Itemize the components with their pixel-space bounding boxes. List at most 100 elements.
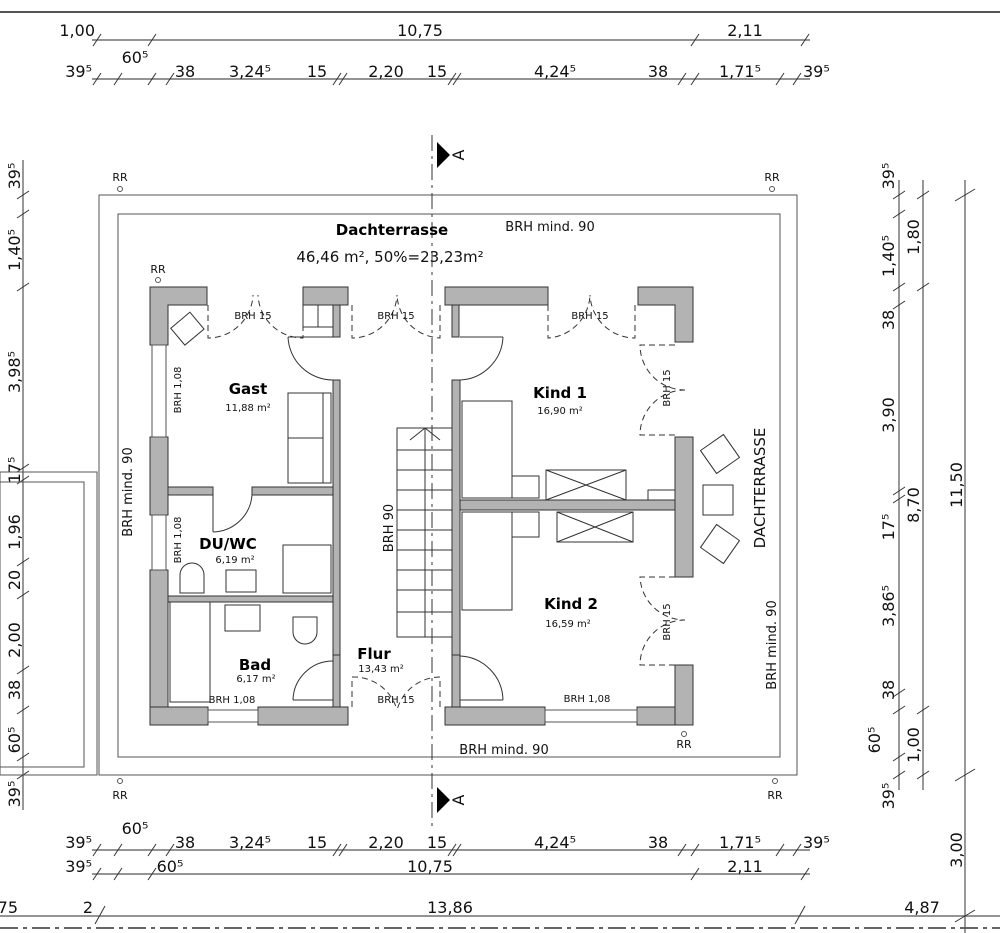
dim-label: 39⁵ <box>803 62 830 81</box>
dim-label: 15 <box>427 833 447 852</box>
brh-note: BRH 1,08 <box>173 517 184 564</box>
dim-label: 8,70 <box>904 487 923 523</box>
dim-label: 38 <box>175 62 195 81</box>
dim-label: 1,40⁵ <box>879 235 898 277</box>
room-name: Kind 1 <box>533 384 587 402</box>
dim-label: 1,00 <box>904 727 923 763</box>
room-name: DU/WC <box>199 535 257 553</box>
dim-label: 38 <box>879 680 898 700</box>
dim-label: 2 <box>83 898 93 917</box>
annex-outline <box>0 471 98 776</box>
dim-label: 38 <box>648 62 668 81</box>
brh-note: BRH 1,08 <box>173 367 184 414</box>
dim-label: 15 <box>427 62 447 81</box>
walls <box>149 286 694 726</box>
dim-label: 1,71⁵ <box>719 833 761 852</box>
dim-label: 60⁵ <box>122 819 149 838</box>
rr-label: RR <box>767 789 783 802</box>
dim-label: 3,00 <box>947 832 966 868</box>
dim-label: 1,96 <box>5 514 24 550</box>
terrace-outline <box>98 194 798 776</box>
room-area: 6,17 m² <box>236 674 275 685</box>
dim-label: 39⁵ <box>65 833 92 852</box>
furniture <box>169 304 741 703</box>
dim-label: 1,40⁵ <box>5 229 24 271</box>
terrace-title: Dachterrasse <box>336 221 448 239</box>
bottom-dimension-chain: 60⁵ 39⁵ 38 3,24⁵ 15 2,20 15 4,24⁵ 38 1,7… <box>0 819 1000 929</box>
dim-label: 60⁵ <box>157 857 184 876</box>
dim-label: 39⁵ <box>5 163 24 190</box>
dim-label: 75 <box>0 898 18 917</box>
dim-label: 39⁵ <box>65 62 92 81</box>
dim-label: 4,87 <box>904 898 940 917</box>
room-name: Kind 2 <box>544 595 598 613</box>
brh-note: BRH 15 <box>377 311 414 322</box>
railing-outline <box>117 213 781 758</box>
brh-note: BRH 15 <box>662 369 673 406</box>
brh-note: BRH 15 <box>571 311 608 322</box>
dim-label: 4,24⁵ <box>534 62 576 81</box>
dim-label: 20 <box>5 570 24 590</box>
dim-label: 38 <box>5 680 24 700</box>
dim-label: 3,90 <box>879 397 898 433</box>
dim-label: 10,75 <box>397 21 443 40</box>
dim-label: 39⁵ <box>5 781 24 808</box>
dim-label: 3,86⁵ <box>879 585 898 627</box>
room-area: 13,43 m² <box>358 664 404 675</box>
section-marker-bottom <box>437 787 450 813</box>
doors <box>207 294 686 711</box>
brh-note: BRH 15 <box>377 695 414 706</box>
top-dimension-chain: 1,00 60⁵ 10,75 2,11 39⁵ 38 3,24⁵ 15 2,20… <box>59 21 830 86</box>
rr-label: RR <box>764 171 780 184</box>
dim-label: 13,86 <box>427 898 473 917</box>
brh-note: BRH 15 <box>662 603 673 640</box>
dim-label: 1,71⁵ <box>719 62 761 81</box>
dim-label: 10,75 <box>407 857 453 876</box>
dim-label: 3,24⁵ <box>229 62 271 81</box>
room-name: Gast <box>229 380 268 398</box>
brh-note: BRH 90 <box>382 504 397 552</box>
left-dimension-chain: 39⁵ 1,40⁵ 3,98⁵ 17⁵ 1,96 20 2,00 38 60⁵ … <box>5 160 30 810</box>
dim-label: 38 <box>175 833 195 852</box>
right-dimension-chain: 39⁵ 1,40⁵ 38 3,90 17⁵ 3,86⁵ 38 60⁵ 39⁵ 1… <box>865 163 976 933</box>
railing-note: BRH mind. 90 <box>505 220 594 235</box>
dim-label: 38 <box>648 833 668 852</box>
dim-label: 1,00 <box>59 21 95 40</box>
dim-label: 3,24⁵ <box>229 833 271 852</box>
terrace-side-label: DACHTERRASSE <box>751 428 769 549</box>
dim-label: 15 <box>307 833 327 852</box>
dim-label: 11,50 <box>947 462 966 508</box>
dim-label: 2,20 <box>368 833 404 852</box>
brh-note: BRH 1,08 <box>209 695 256 706</box>
room-name: Bad <box>239 656 271 674</box>
room-name: Flur <box>357 645 391 663</box>
dim-label: 2,20 <box>368 62 404 81</box>
rr-label: RR <box>676 738 692 751</box>
room-area: 11,88 m² <box>225 403 271 414</box>
room-area: 16,59 m² <box>545 619 591 630</box>
dim-label: 38 <box>879 310 898 330</box>
section-label: A <box>449 149 468 160</box>
railing-note: BRH mind. 90 <box>459 743 548 758</box>
dim-label: 17⁵ <box>5 457 24 484</box>
dim-label: 39⁵ <box>65 857 92 876</box>
dim-label: 4,24⁵ <box>534 833 576 852</box>
rr-label: RR <box>150 263 166 276</box>
room-area: 6,19 m² <box>215 555 254 566</box>
brh-note: BRH 15 <box>234 311 271 322</box>
rain-pipes: RR RR RR RR RR RR <box>112 171 783 802</box>
dim-label: 60⁵ <box>865 727 884 754</box>
section-marker-top <box>437 142 450 168</box>
dim-label: 39⁵ <box>879 163 898 190</box>
dim-label: 60⁵ <box>5 727 24 754</box>
railing-note: BRH mind. 90 <box>121 447 136 536</box>
dim-label: 2,00 <box>5 622 24 658</box>
terrace-area: 46,46 m², 50%=23,23m² <box>296 248 483 266</box>
dim-label: 60⁵ <box>122 48 149 67</box>
annex-inner-outline <box>0 481 85 768</box>
dim-label: 39⁵ <box>879 783 898 810</box>
rr-label: RR <box>112 171 128 184</box>
dim-label: 17⁵ <box>879 514 898 541</box>
railing-note: BRH mind. 90 <box>765 600 780 689</box>
